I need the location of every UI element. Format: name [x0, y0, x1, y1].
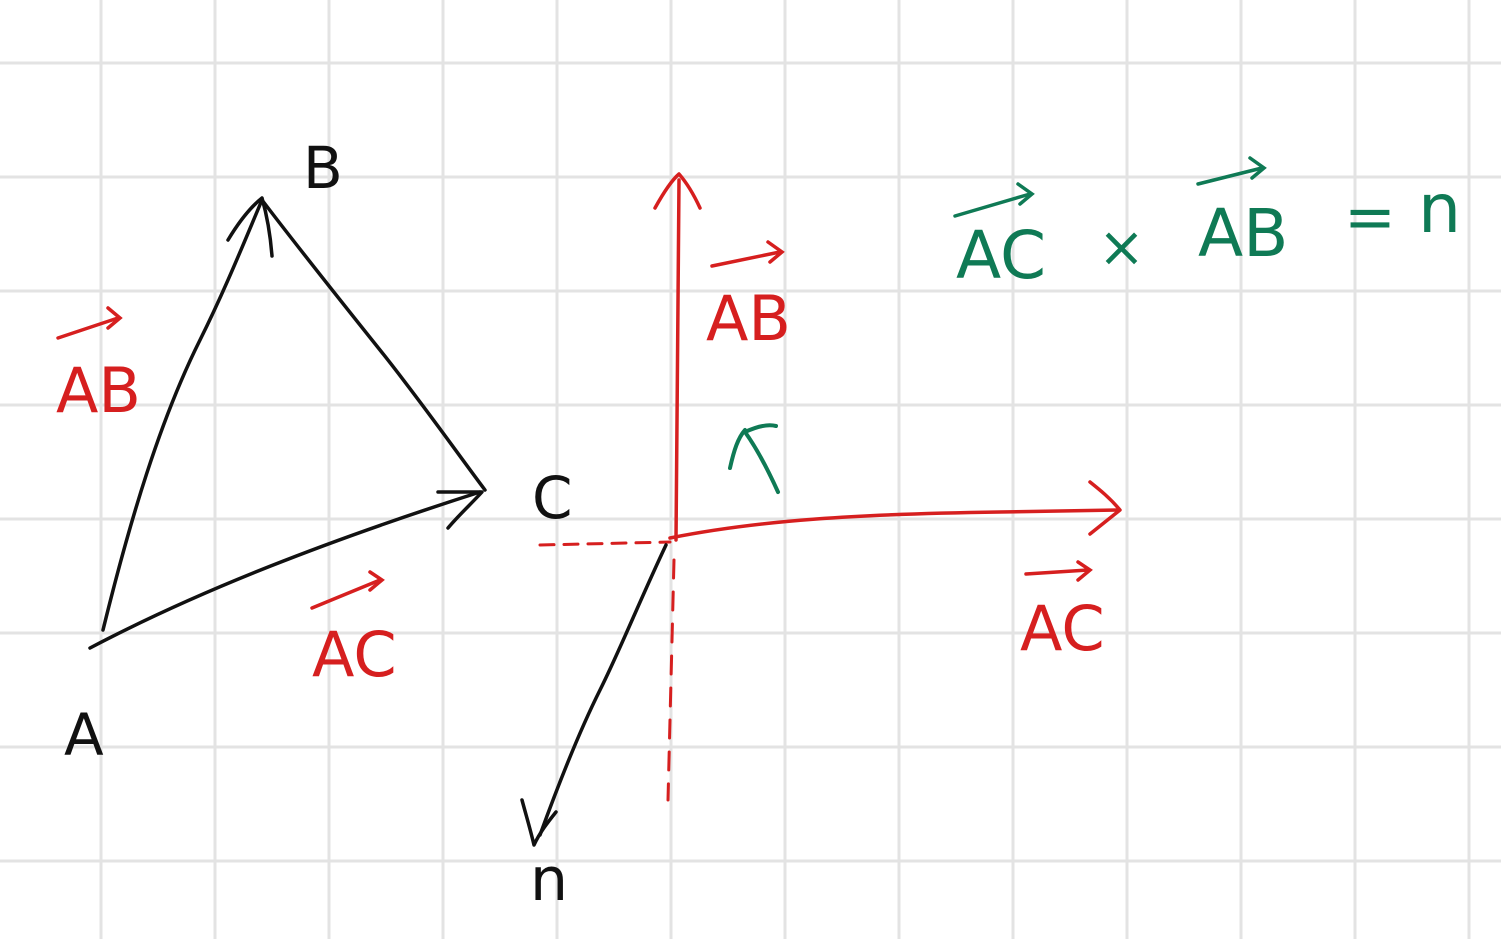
- vector-n-label: n: [530, 845, 568, 915]
- vector-arrow-line: [953, 192, 1032, 218]
- equation-left-vector: AC: [956, 217, 1046, 294]
- dashed-horizontal-guide: [538, 540, 672, 547]
- vector-arrow-head: [368, 570, 385, 592]
- vector-arrow-line: [310, 578, 382, 610]
- vector-ab-label-axis: AB: [706, 282, 791, 355]
- edge-bc: [260, 198, 487, 492]
- point-c-label: C: [532, 464, 573, 532]
- triangle-abc: [88, 196, 487, 650]
- vector-arrow-line: [1196, 166, 1264, 186]
- cross-product-equation: AC × AB = n: [953, 156, 1461, 294]
- vector-n-line: [538, 543, 668, 837]
- edge-ab: [101, 198, 264, 632]
- dashed-guides: [538, 540, 676, 802]
- vector-arrow-head: [106, 306, 123, 330]
- curved-arrow-icon: [728, 423, 780, 494]
- dashed-vertical-guide: [666, 558, 676, 802]
- vector-ab-label-left: AB: [56, 354, 141, 427]
- vector-ac-label-bottom: AC: [312, 618, 397, 691]
- arrowhead-c: [436, 490, 484, 530]
- equation-operator: ×: [1098, 215, 1145, 280]
- vector-arrow-head: [766, 240, 785, 264]
- vector-arrow-head: [1016, 182, 1035, 206]
- vector-axes: [653, 172, 1122, 542]
- curved-arrow-head: [728, 428, 747, 470]
- label-ab-vertical-axis: AB: [706, 240, 791, 355]
- vertical-ab-arrowhead: [653, 172, 702, 210]
- vector-arrow-line: [56, 316, 120, 340]
- vector-arrow-line: [1024, 568, 1090, 576]
- point-a-label: A: [64, 701, 104, 769]
- vector-n: [520, 543, 668, 847]
- vector-arrow-head: [1248, 156, 1267, 180]
- horizontal-ac-arrowhead: [1088, 480, 1122, 536]
- label-ac-horizontal-axis: AC: [1020, 560, 1105, 665]
- curved-arrow-stem: [743, 423, 780, 494]
- vector-n-arrowhead: [520, 798, 558, 847]
- vector-ac-label-axis: AC: [1020, 592, 1105, 665]
- edge-ac: [88, 490, 482, 650]
- label-ab-left: AB: [56, 306, 141, 427]
- arrowhead-b: [226, 196, 274, 258]
- equation-result: n: [1418, 170, 1461, 249]
- point-b-label: B: [303, 134, 343, 202]
- label-ac-bottom: AC: [310, 570, 397, 691]
- vector-arrow-head: [1076, 560, 1093, 582]
- vertical-ab-axis: [674, 178, 681, 542]
- equation-right-vector: AB: [1198, 195, 1288, 272]
- vector-arrow-line: [710, 250, 782, 268]
- horizontal-ac-axis: [668, 508, 1120, 540]
- equation-equals: =: [1344, 180, 1396, 253]
